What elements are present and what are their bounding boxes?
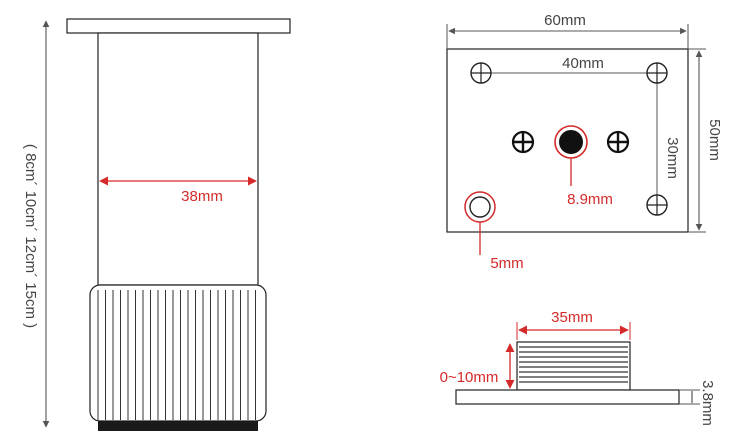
center-hole-label: 8.9mm (567, 191, 613, 208)
base-thickness-label: 3.8mm (699, 380, 716, 426)
leg-top-plate (66, 18, 291, 34)
corner-hole-bottom-right-icon (646, 194, 668, 216)
corner-hole-bottom-left-icon (464, 191, 496, 255)
plate-height-label: 50mm (706, 119, 723, 161)
leg-foot-base (98, 421, 258, 431)
center-hole-icon (554, 125, 588, 186)
corner-hole-label: 5mm (490, 255, 523, 272)
foot-diameter-label: 35mm (551, 309, 593, 326)
height-options-label: ( 8cm´ 10cm´ 12cm´ 15cm ) (22, 144, 39, 328)
mounting-plate-view: 60mm 50mm 40mm 30mm (446, 12, 723, 272)
leg-ribbed-foot (89, 284, 267, 431)
hole-spacing-horizontal-label: 40mm (562, 55, 604, 72)
screw-right-icon (606, 130, 630, 154)
corner-hole-top-left-icon (470, 62, 492, 84)
tube-diameter-label: 38mm (181, 188, 223, 205)
adjuster-thread (516, 341, 631, 391)
adjuster-base-plate (455, 389, 680, 405)
adjuster-side-view: 35mm 0~10mm 3.8mm (440, 309, 716, 426)
plate-width-label: 60mm (544, 12, 586, 29)
adjust-range-label: 0~10mm (440, 369, 499, 386)
screw-left-icon (511, 130, 535, 154)
hole-spacing-vertical-label: 30mm (664, 137, 681, 179)
leg-tube (97, 32, 259, 286)
corner-hole-top-right-icon (646, 62, 668, 84)
leg-side-view: 38mm ( 8cm´ 10cm´ 12cm´ 15cm ) (22, 18, 291, 431)
